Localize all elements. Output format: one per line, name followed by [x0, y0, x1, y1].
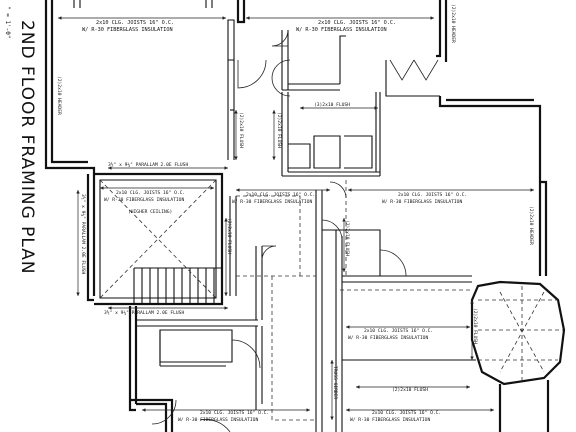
header-label-right: (2)2x10 HEADER — [528, 206, 534, 245]
girder-label: TRUSS GIRDER — [332, 366, 338, 399]
flush-label-mid-v2: (2)2x10 FLUSH — [344, 220, 350, 256]
flush-label-octagon: (2)2x10 FLUSH — [472, 308, 478, 344]
framing-labels: 2x10 CLG. JOISTS 16" O.C. W/ R-30 FIBERG… — [56, 4, 534, 423]
joist-label-bottom-right: 2x10 CLG. JOISTS 16" O.C. — [372, 410, 441, 416]
insulation-label-right: W/ R-30 FIBERGLASS INSULATION — [382, 199, 462, 205]
insulation-label-stair: W/ R-30 FIBERGLASS INSULATION — [104, 197, 184, 203]
parallam-label-bottom: 3½" x 9¼" PARALLAM 2.0E FLUSH — [104, 309, 184, 316]
flush-label-center: (3)2x10 FLUSH — [314, 102, 350, 108]
door-swings — [151, 29, 439, 432]
flush-label-lower: (2)2x10 FLUSH — [392, 387, 428, 393]
plan-title: 2ND FLOOR FRAMING PLAN — [17, 20, 37, 275]
insulation-label-bottom-right: W/ R-30 FIBERGLASS INSULATION — [350, 417, 430, 423]
joist-label-right: 2x10 CLG. JOISTS 16" O.C. — [398, 192, 467, 198]
joist-span-arrows — [58, 16, 534, 420]
joist-label-bottom-left: 2x10 CLG. JOISTS 16" O.C. — [200, 410, 269, 416]
flush-label-v2: (2)2x10 FLUSH — [276, 112, 282, 148]
insulation-label-bottom-left: W/ R-30 FIBERGLASS INSULATION — [178, 417, 258, 423]
joist-label-mid: 2x10 CLG. JOISTS 16" O.C. — [246, 192, 315, 198]
parallam-label-top: 3½" x 9¼" PARALLAM 2.0E FLUSH — [108, 161, 188, 168]
insulation-label-top-mid: W/ R-30 FIBERGLASS INSULATION — [296, 27, 387, 33]
header-label-left: (2)2x10 HEADER — [56, 76, 62, 115]
joist-label-top-mid: 2x10 CLG. JOISTS 16" O.C. — [318, 20, 396, 26]
flush-label-mid-v: (2)2x10 FLUSH — [226, 218, 232, 254]
parallam-label-left: 3½" x 9¼" PARALLAM 2.0E FLUSH — [80, 194, 87, 274]
interior-walls — [73, 0, 476, 432]
insulation-label-mid: W/ R-30 FIBERGLASS INSULATION — [232, 199, 312, 205]
flush-label-v1: (2)2x10 FLUSH — [238, 112, 244, 148]
title-block: 2ND FLOOR FRAMING PLAN " = 1'-0" — [4, 6, 37, 275]
joist-label-top-left: 2x10 CLG. JOISTS 16" O.C. — [96, 20, 174, 26]
ceiling-label-stair: (HIGHER CEILING) — [128, 209, 172, 215]
joist-label-lower-right: 2x10 CLG. JOISTS 16" O.C. — [364, 328, 433, 334]
scale-label: " = 1'-0" — [4, 6, 11, 39]
insulation-label-top-left: W/ R-30 FIBERGLASS INSULATION — [82, 27, 173, 33]
joist-label-stair: 2x10 CLG. JOISTS 16" O.C. — [116, 190, 185, 196]
exterior-walls — [44, 0, 566, 432]
header-label-top-right: (2)2x10 HEADER — [450, 4, 456, 43]
insulation-label-lower-right: W/ R-30 FIBERGLASS INSULATION — [348, 335, 428, 341]
stair-treads — [133, 267, 222, 304]
